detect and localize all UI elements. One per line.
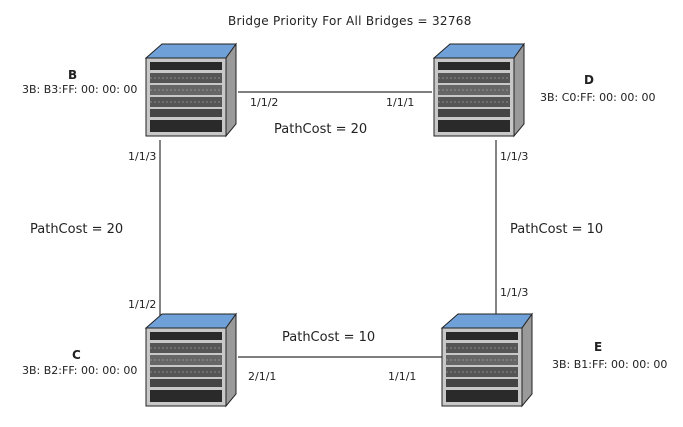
port-label-e-c: 1/1/1 <box>388 370 417 383</box>
bridge-b-mac: 3B: B3:FF: 00: 00: 00 <box>22 83 138 96</box>
port-label-d-b: 1/1/1 <box>386 96 415 109</box>
bridge-e-mac: 3B: B1:FF: 00: 00: 00 <box>552 358 668 371</box>
port-label-e-d: 1/1/3 <box>500 286 529 299</box>
bridge-e-name: E <box>594 340 603 354</box>
bridge-b-name: B <box>68 68 78 82</box>
pathcost-b-c: PathCost = 20 <box>30 222 124 237</box>
port-label-d-e: 1/1/3 <box>500 150 529 163</box>
bridge-d-name: D <box>584 73 594 87</box>
diagram-title: Bridge Priority For All Bridges = 32768 <box>228 14 472 28</box>
bridge-c-name: C <box>72 348 81 362</box>
pathcost-c-e: PathCost = 10 <box>282 330 376 345</box>
bridge-d-mac: 3B: C0:FF: 00: 00: 00 <box>540 91 656 104</box>
bridge-e-switch-icon <box>440 312 533 408</box>
bridge-b-switch-icon <box>144 42 237 138</box>
bridge-c-switch-icon <box>144 312 237 408</box>
port-label-c-e: 2/1/1 <box>248 370 277 383</box>
port-label-b-d: 1/1/2 <box>250 96 279 109</box>
port-label-c-b: 1/1/2 <box>128 298 157 311</box>
bridge-d-switch-icon <box>432 42 525 138</box>
bridge-c-mac: 3B: B2:FF: 00: 00: 00 <box>22 364 138 377</box>
pathcost-d-e: PathCost = 10 <box>510 222 604 237</box>
pathcost-b-d: PathCost = 20 <box>274 122 368 137</box>
port-label-b-c: 1/1/3 <box>128 150 157 163</box>
